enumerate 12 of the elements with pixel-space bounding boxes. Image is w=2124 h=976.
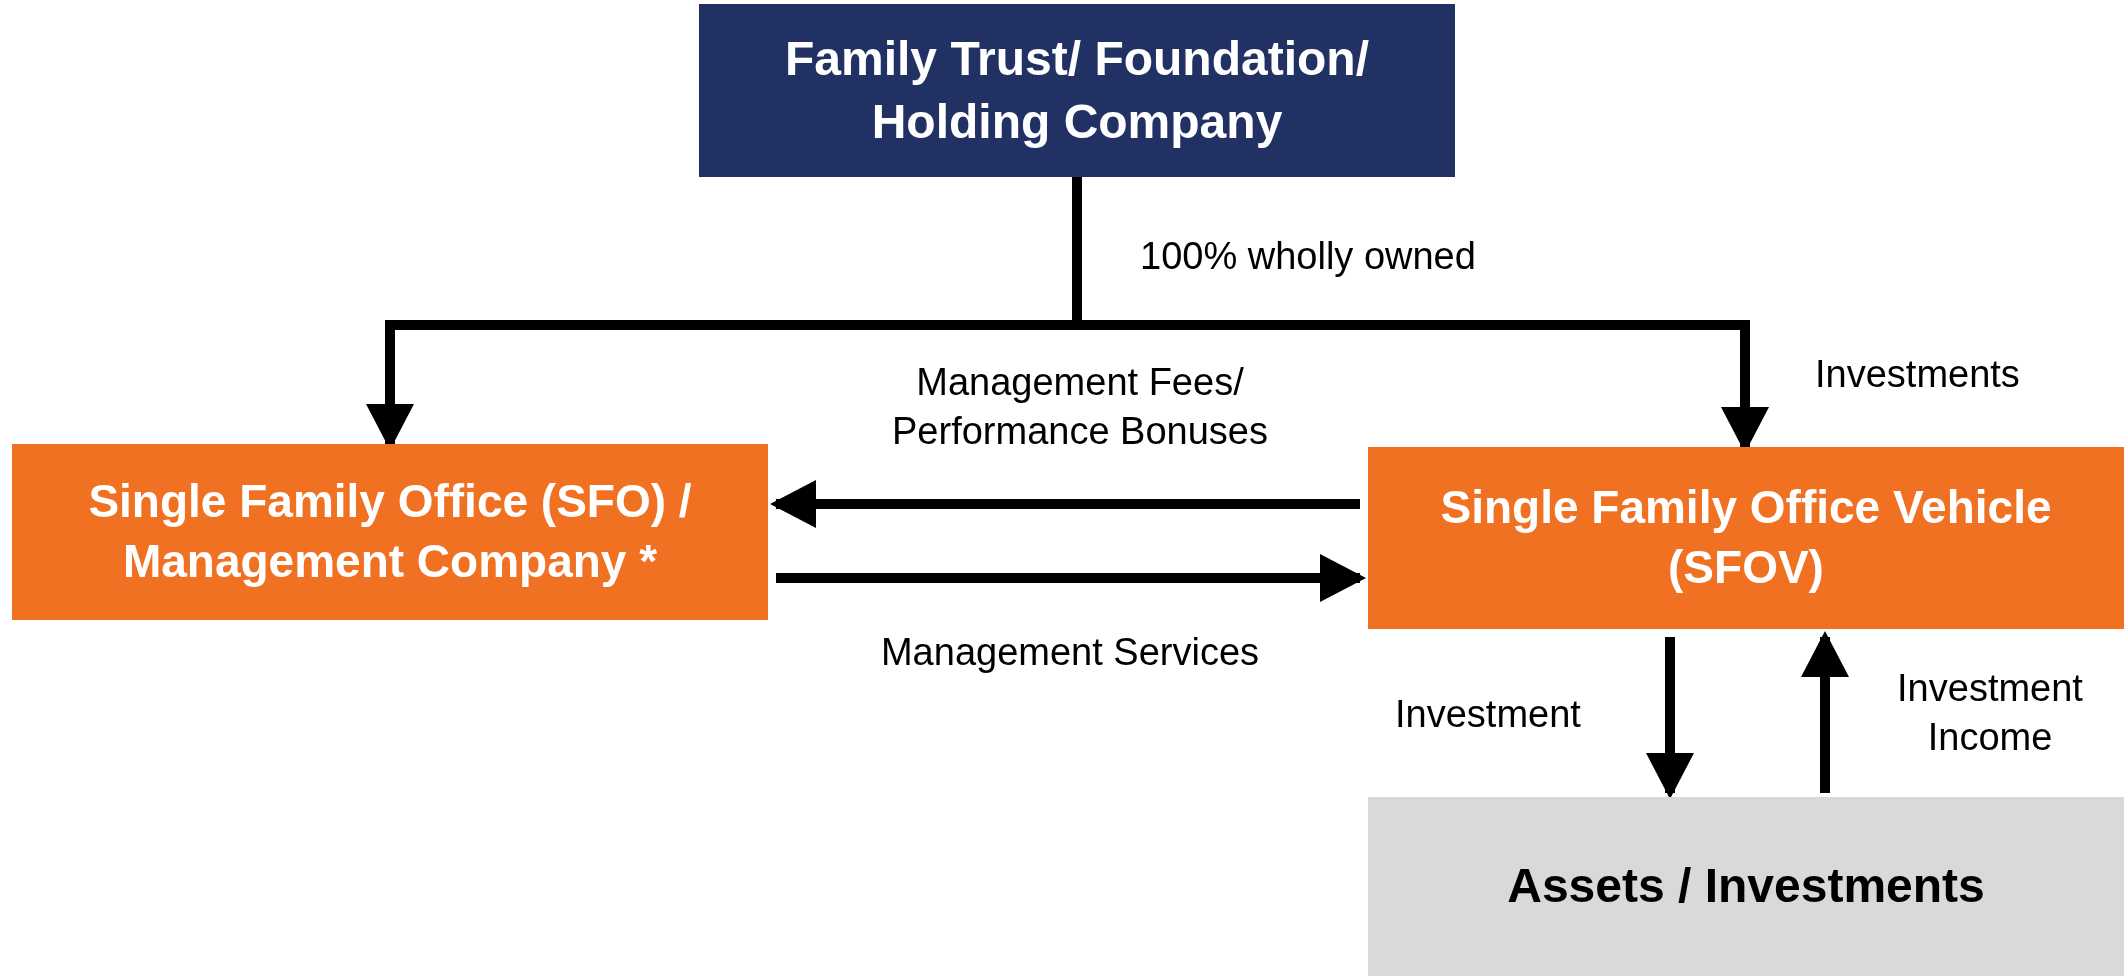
- arrow: [1801, 631, 1849, 793]
- entity-box: [12, 444, 768, 620]
- arrow: [770, 480, 1360, 528]
- box-label: Single Family Office (SFO) / Management Company *: [87, 474, 693, 589]
- entity-box: [1368, 447, 2124, 629]
- box-label: Family Trust/ Foundation/ Holding Company: [784, 31, 1370, 150]
- box-label: Assets / Investments: [1507, 858, 1985, 915]
- entity-box: [699, 4, 1455, 177]
- arrow: [776, 554, 1366, 602]
- assets-box: [1368, 797, 2124, 976]
- arrow: [1646, 637, 1694, 799]
- box-label: Single Family Office Vehicle (SFOV): [1439, 480, 2053, 595]
